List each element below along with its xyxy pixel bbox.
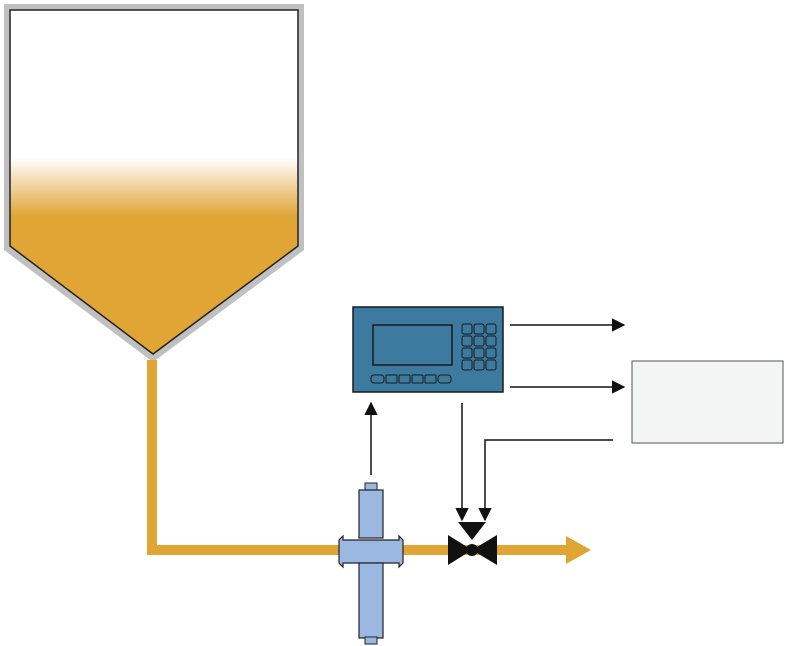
valve-hub: [466, 544, 478, 556]
sensor-body-lower: [358, 562, 384, 639]
process-pipe: [147, 360, 591, 564]
valve-right-wedge: [472, 535, 497, 565]
valve-actuator: [458, 522, 486, 540]
controller-function-keys: [370, 374, 452, 384]
controller-display: [372, 324, 453, 366]
external-system-box: [631, 360, 784, 444]
sensor-body-upper: [358, 489, 384, 539]
controller-keypad: [461, 323, 497, 371]
signal-lines: [364, 318, 626, 522]
storage-tank-icon: [4, 4, 304, 362]
process-controller-icon: [352, 306, 504, 393]
tank-inner-body: [9, 9, 299, 355]
signal-box-to-valve: [478, 439, 613, 522]
sensor-bottom-cap: [364, 636, 378, 645]
sensor-flange: [338, 534, 404, 569]
pipe-flow-arrow: [566, 536, 591, 564]
valve-left-wedge: [448, 535, 472, 565]
control-valve-icon: [448, 522, 497, 565]
pipe-line: [147, 360, 568, 555]
inline-sensor-icon: [338, 482, 404, 645]
